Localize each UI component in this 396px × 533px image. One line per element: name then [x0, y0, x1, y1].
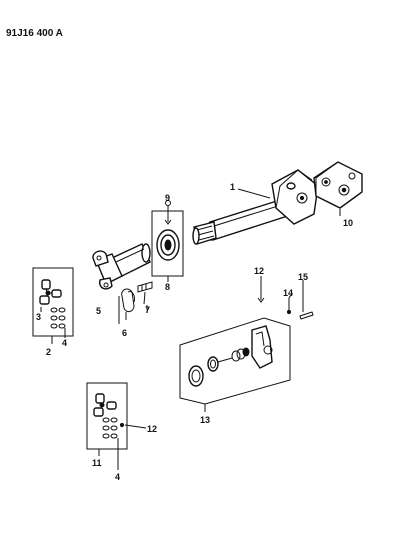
- callout-3: 3: [36, 312, 41, 322]
- cv-joint-housing: [271, 169, 319, 225]
- centering-ball: [207, 356, 233, 372]
- callout-4b: 4: [115, 472, 120, 482]
- callout-15: 15: [298, 272, 308, 282]
- flange-yoke: [313, 161, 363, 209]
- callout-box-13: [179, 317, 291, 405]
- centering-spring: [231, 347, 250, 362]
- callout-box-11: [86, 382, 128, 450]
- strap-bolt: [137, 281, 153, 305]
- diagram-code: 91J16 400 A: [6, 28, 63, 39]
- callout-6: 6: [122, 328, 127, 338]
- leader-lines: [51, 188, 341, 470]
- callout-8: 8: [165, 282, 170, 292]
- callout-12b: 12: [147, 424, 157, 434]
- slip-yoke: [92, 243, 151, 290]
- callout-11: 11: [92, 458, 102, 468]
- callout-12a: 12: [254, 266, 264, 276]
- dust-boot: [156, 229, 180, 261]
- retaining-clip: [164, 200, 172, 225]
- u-joint-cross: [39, 279, 62, 305]
- bearing-cup-washers: [50, 307, 66, 329]
- u-joint-cross-2: [93, 393, 125, 428]
- bearing-cup-washers-2: [102, 417, 118, 439]
- callout-9: 9: [165, 193, 170, 203]
- seal-ring: [188, 365, 204, 387]
- callout-4a: 4: [62, 338, 67, 348]
- snap-ring: [257, 282, 265, 303]
- callout-5: 5: [96, 306, 101, 316]
- callout-labels: 1 10 9 8 5 7 6 3 4 2 12 14 15 13 12 11 4: [36, 182, 353, 482]
- grease-fitting: [286, 298, 292, 315]
- callout-10: 10: [343, 218, 353, 228]
- centering-yoke: [251, 325, 273, 369]
- u-bolt-strap: [121, 288, 135, 320]
- callout-1: 1: [230, 182, 235, 192]
- callout-box-2: [32, 267, 74, 337]
- callout-14: 14: [283, 288, 293, 298]
- callout-7: 7: [145, 305, 150, 315]
- bolt: [299, 282, 314, 320]
- callout-13: 13: [200, 415, 210, 425]
- callout-2: 2: [46, 347, 51, 357]
